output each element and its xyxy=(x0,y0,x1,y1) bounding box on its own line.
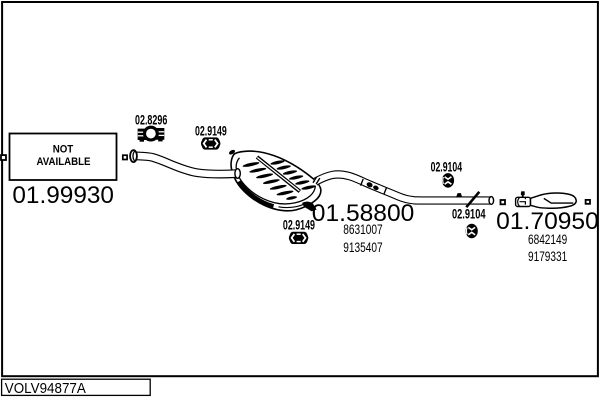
svg-text:02.9149: 02.9149 xyxy=(195,122,227,138)
svg-text:01.70950: 01.70950 xyxy=(496,208,599,235)
svg-text:02.8296: 02.8296 xyxy=(135,111,167,127)
svg-text:02.9149: 02.9149 xyxy=(283,216,315,232)
svg-text:6842149: 6842149 xyxy=(528,231,567,247)
svg-text:8631007: 8631007 xyxy=(343,221,383,237)
svg-text:9179331: 9179331 xyxy=(528,248,567,264)
svg-text:AVAILABLE: AVAILABLE xyxy=(37,156,91,168)
svg-text:02.9104: 02.9104 xyxy=(431,159,463,175)
svg-text:01.99930: 01.99930 xyxy=(12,183,114,209)
svg-text:VOLV94877A: VOLV94877A xyxy=(5,380,86,397)
svg-text:02.9104: 02.9104 xyxy=(452,206,486,222)
svg-text:01.58800: 01.58800 xyxy=(312,200,415,227)
svg-text:9135407: 9135407 xyxy=(343,239,383,255)
svg-text:NOT: NOT xyxy=(53,143,74,155)
